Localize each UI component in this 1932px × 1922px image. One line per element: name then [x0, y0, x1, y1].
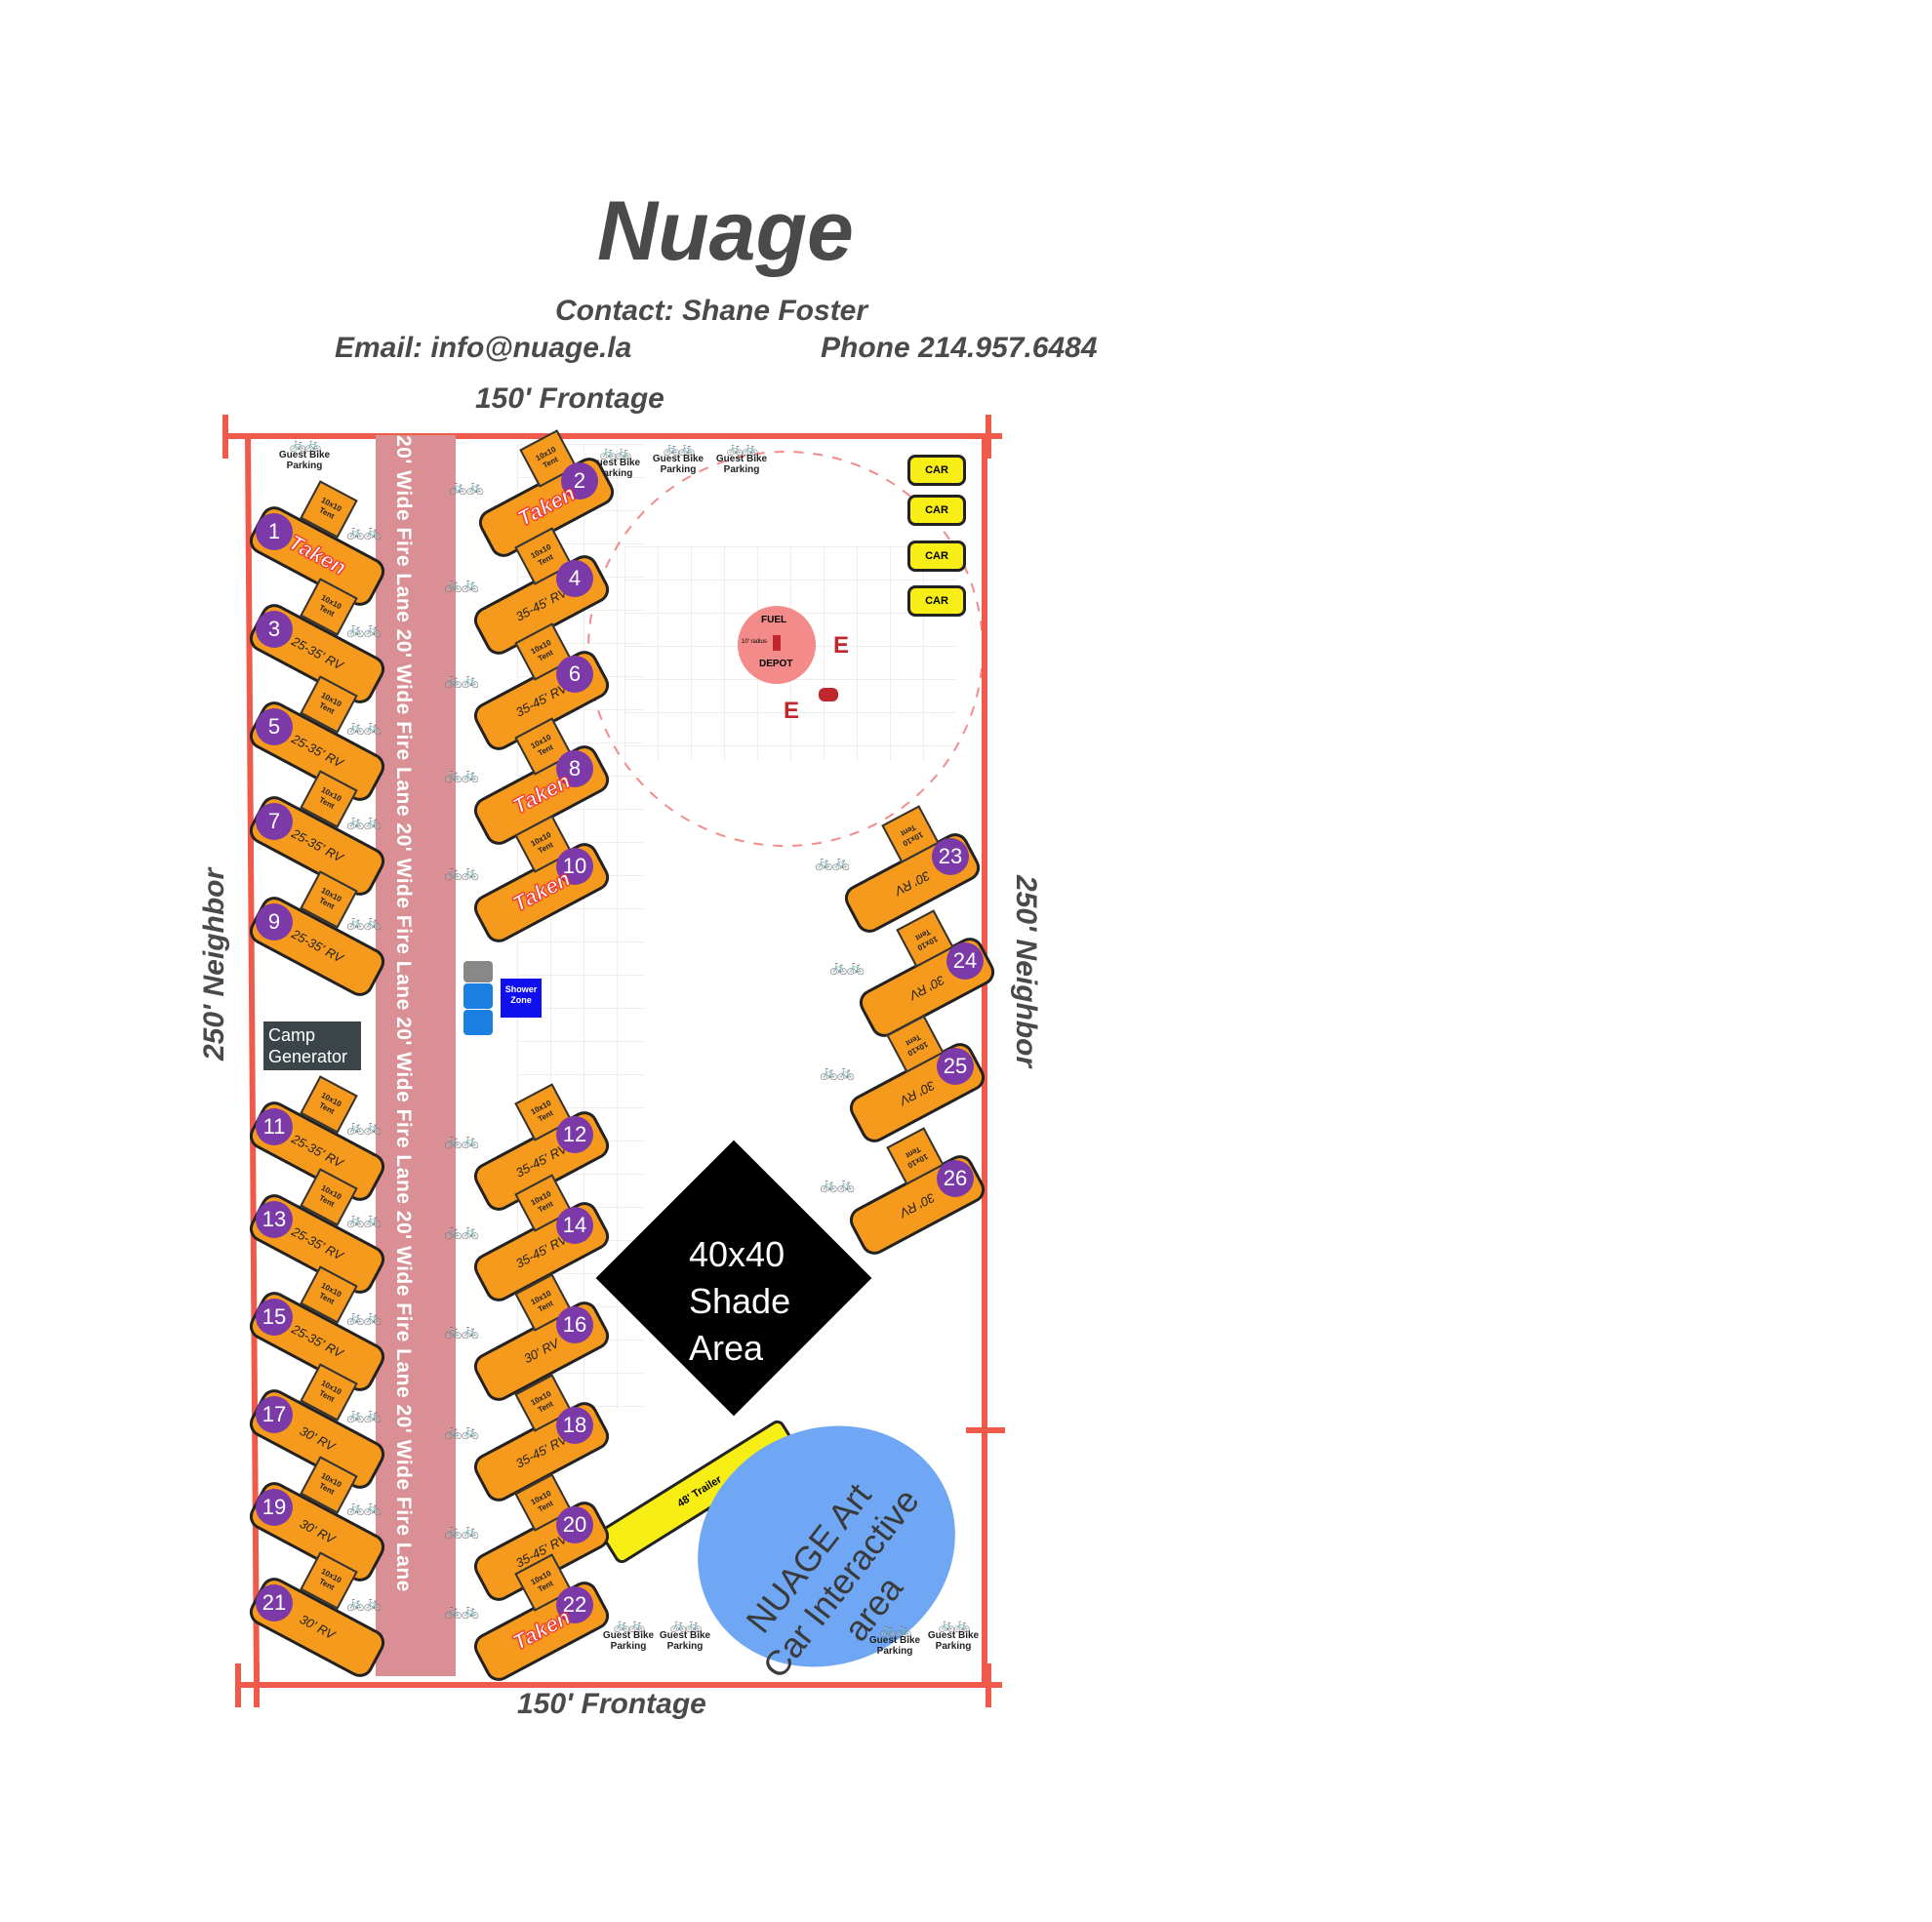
bike-icon: 🚲🚲 [599, 444, 632, 460]
guest-bike-parking: 🚲🚲Guest Bike Parking [647, 440, 709, 475]
golf-cart-icon [819, 688, 838, 701]
site-number-badge: 4 [556, 560, 593, 597]
site-number-badge: 16 [556, 1306, 593, 1343]
bike-icon: 🚲🚲 [346, 914, 382, 931]
bike-icon: 🚲🚲 [444, 1523, 479, 1540]
bike-icon: 🚲🚲 [444, 577, 479, 593]
bike-icon: 🚲🚲 [815, 855, 850, 871]
site-number-badge: 20 [556, 1506, 593, 1543]
fuel-depot-radius: 10' radius [742, 639, 767, 645]
bike-icon: 🚲🚲 [444, 1423, 479, 1440]
car-parking: CAR [907, 585, 966, 617]
bike-icon: 🚲🚲 [444, 1223, 479, 1240]
bike-icon: 🚲🚲 [879, 1622, 912, 1637]
site-number-badge: 24 [946, 942, 984, 980]
guest-bike-parking: 🚲🚲Guest Bike Parking [922, 1617, 985, 1652]
site-number-badge: 3 [256, 611, 293, 648]
site-number-badge: 18 [556, 1407, 593, 1444]
extinguisher-marker: E [833, 632, 850, 659]
site-number-badge: 25 [937, 1048, 974, 1085]
fuel-depot-subtitle: DEPOT [759, 659, 793, 669]
site-number-badge: 10 [556, 848, 593, 885]
site-number-badge: 5 [256, 708, 293, 745]
fire-lane-label: 20' Wide Fire Lane 20' Wide Fire Lane 20… [392, 435, 415, 1592]
bike-icon: 🚲🚲 [820, 1064, 855, 1081]
bike-icon: 🚲🚲 [444, 1133, 479, 1149]
fuel-depot [738, 606, 816, 684]
bike-icon: 🚲🚲 [829, 959, 865, 976]
bike-icon: 🚲🚲 [444, 864, 479, 881]
site-number-badge: 11 [256, 1108, 293, 1145]
generator-icon [463, 961, 493, 1035]
site-number-badge: 14 [556, 1207, 593, 1244]
bike-icon: 🚲🚲 [663, 440, 696, 456]
bike-icon: 🚲🚲 [820, 1177, 855, 1193]
bike-icon: 🚲🚲 [346, 1309, 382, 1326]
guest-bike-parking: 🚲🚲Guest Bike Parking [864, 1622, 926, 1657]
bike-icon: 🚲🚲 [346, 1500, 382, 1516]
bike-icon: 🚲🚲 [346, 1212, 382, 1228]
site-number-badge: 26 [937, 1160, 974, 1197]
bike-icon: 🚲🚲 [449, 479, 484, 496]
car-parking: CAR [907, 495, 966, 526]
bike-icon: 🚲🚲 [346, 1407, 382, 1423]
guest-bike-parking: 🚲🚲Guest Bike Parking [654, 1617, 716, 1652]
site-number-badge: 1 [256, 513, 293, 550]
bike-icon: 🚲🚲 [444, 1603, 479, 1620]
site-number-badge: 23 [932, 838, 969, 875]
camp-title: Nuage [597, 184, 853, 278]
bike-icon: 🚲🚲 [613, 1617, 646, 1632]
site-number-badge: 8 [556, 750, 593, 787]
shower-zone: Shower Zone [501, 979, 542, 1018]
site-number-badge: 7 [256, 803, 293, 840]
contact-phone: Phone 214.957.6484 [821, 332, 1098, 364]
site-number-badge: 6 [556, 656, 593, 693]
bike-icon: 🚲🚲 [938, 1617, 971, 1632]
site-number-badge: 15 [256, 1299, 293, 1336]
bike-icon: 🚲🚲 [444, 1323, 479, 1340]
shade-area-label: 40x40 Shade Area [689, 1234, 791, 1368]
bike-icon: 🚲🚲 [346, 1119, 382, 1136]
bike-icon: 🚲🚲 [669, 1617, 703, 1632]
bike-icon: 🚲🚲 [346, 524, 382, 541]
car-parking: CAR [907, 455, 966, 486]
camp-generator: Camp Generator [263, 1021, 361, 1070]
contact-name: Contact: Shane Foster [555, 295, 868, 327]
site-number-badge: 19 [256, 1489, 293, 1526]
guest-bike-parking: 🚲🚲Guest Bike Parking [273, 436, 336, 471]
bottom-frontage-label: 150' Frontage [517, 1688, 706, 1720]
bike-icon: 🚲🚲 [346, 814, 382, 830]
bike-icon: 🚲🚲 [444, 672, 479, 689]
bike-icon: 🚲🚲 [346, 1595, 382, 1612]
site-number-badge: 13 [256, 1201, 293, 1238]
site-number-badge: 12 [556, 1116, 593, 1153]
site-number-badge: 22 [556, 1586, 593, 1623]
guest-bike-parking: 🚲🚲Guest Bike Parking [597, 1617, 660, 1652]
site-number-badge: 9 [256, 903, 293, 941]
bike-icon: 🚲🚲 [346, 621, 382, 638]
site-number-badge: 21 [256, 1584, 293, 1622]
fuel-depot-title: FUEL [761, 615, 787, 625]
contact-email: Email: info@nuage.la [335, 332, 632, 364]
top-frontage-label: 150' Frontage [475, 382, 664, 415]
car-parking: CAR [907, 541, 966, 572]
bike-icon: 🚲🚲 [726, 440, 759, 456]
guest-bike-parking: 🚲🚲Guest Bike Parking [710, 440, 773, 475]
guest-bike-parking: 🚲🚲Guest Bike Parking [584, 444, 646, 479]
fire-lane [376, 435, 456, 1676]
site-number-badge: 2 [561, 462, 598, 500]
bike-icon: 🚲🚲 [346, 719, 382, 736]
bike-icon: 🚲🚲 [289, 436, 322, 452]
bike-icon: 🚲🚲 [444, 767, 479, 783]
site-number-badge: 17 [256, 1396, 293, 1433]
extinguisher-marker: E [784, 698, 800, 724]
